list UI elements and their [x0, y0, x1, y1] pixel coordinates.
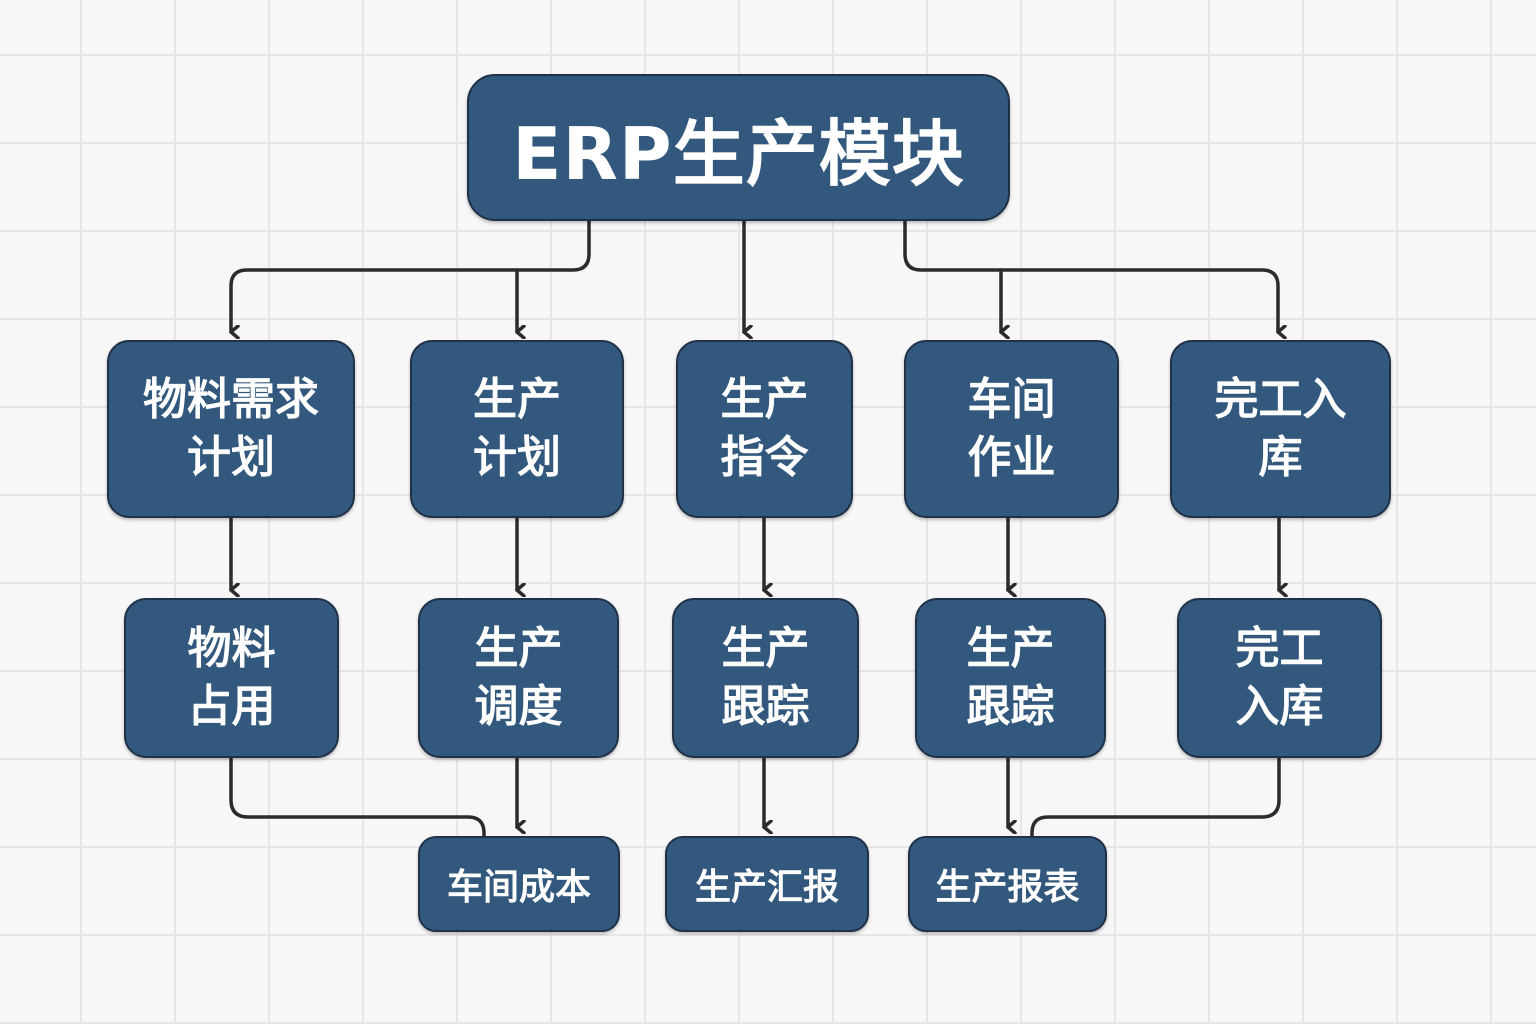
- node-label: 生产 指令: [720, 374, 809, 483]
- node-label: 生产 跟踪: [966, 623, 1055, 732]
- node-label: 完工 入库: [1235, 623, 1324, 732]
- node-finished-stock-in[interactable]: 完工 入库: [1177, 598, 1382, 758]
- title-node-erp-production-module[interactable]: ERP生产模块: [467, 74, 1010, 221]
- node-shop-cost[interactable]: 车间成本: [418, 836, 620, 932]
- title-node-label: ERP生产模块: [512, 112, 965, 196]
- connector-title-to-shop: [903, 219, 1278, 332]
- node-production-report[interactable]: 生产汇报: [665, 836, 869, 932]
- node-production-tracking-1[interactable]: 生产 跟踪: [672, 598, 859, 758]
- node-production-tracking-2[interactable]: 生产 跟踪: [915, 598, 1106, 758]
- node-finished-goods-receipt[interactable]: 完工入 库: [1170, 340, 1391, 518]
- node-label: 生产 调度: [474, 623, 563, 732]
- connector-finish-stock-to-prod-statement: [1030, 756, 1281, 838]
- node-label: 完工入 库: [1214, 374, 1347, 483]
- connector-material-occupy-to-shop-cost: [229, 756, 486, 838]
- node-label: 生产 计划: [473, 374, 561, 483]
- node-label: 物料需求 计划: [143, 374, 319, 483]
- node-production-statement[interactable]: 生产报表: [908, 836, 1107, 932]
- connector-title-to-mrp: [229, 219, 591, 332]
- node-shop-floor-operations[interactable]: 车间 作业: [904, 340, 1119, 518]
- node-label: 生产 跟踪: [721, 623, 810, 732]
- node-label: 物料 占用: [187, 623, 276, 732]
- node-production-planning[interactable]: 生产 计划: [410, 340, 624, 518]
- node-material-occupation[interactable]: 物料 占用: [124, 598, 339, 758]
- node-label: 生产报表: [935, 867, 1080, 908]
- node-label: 生产汇报: [694, 867, 839, 908]
- node-production-dispatch[interactable]: 生产 调度: [418, 598, 619, 758]
- node-label: 车间成本: [446, 867, 591, 908]
- node-material-requirement-planning[interactable]: 物料需求 计划: [107, 340, 355, 518]
- node-production-order[interactable]: 生产 指令: [676, 340, 853, 518]
- node-label: 车间 作业: [967, 374, 1056, 483]
